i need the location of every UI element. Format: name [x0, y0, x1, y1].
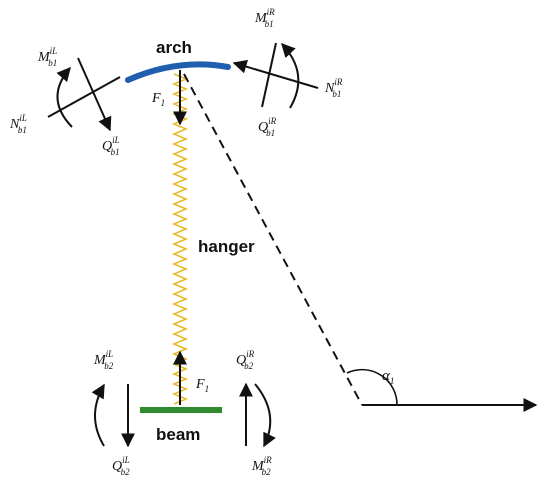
- m-b2-right-arc: [254, 383, 276, 448]
- f1-top-symbol: F1: [151, 91, 165, 108]
- f1-bottom-symbol: F1: [195, 377, 209, 394]
- angle-arc: [346, 368, 398, 406]
- m-b1-left-arc: [56, 66, 73, 128]
- m-b2-left-arc: [91, 383, 105, 447]
- arch-label: arch: [156, 38, 192, 57]
- n-b1-right-arrow: [232, 59, 319, 89]
- arch-segment: [125, 61, 231, 83]
- hanger-spring: [171, 73, 189, 405]
- q-b1-right-arrow: [261, 42, 277, 108]
- n-b1-left-arrow: [47, 76, 121, 118]
- inclined-hanger-line: [183, 73, 363, 406]
- q-b1-left-arrow: [77, 57, 112, 132]
- alpha1-symbol: α1: [382, 368, 394, 386]
- hanger-label: hanger: [198, 237, 255, 256]
- beam-label: beam: [156, 425, 200, 444]
- m-b1-right-arc: [281, 42, 300, 109]
